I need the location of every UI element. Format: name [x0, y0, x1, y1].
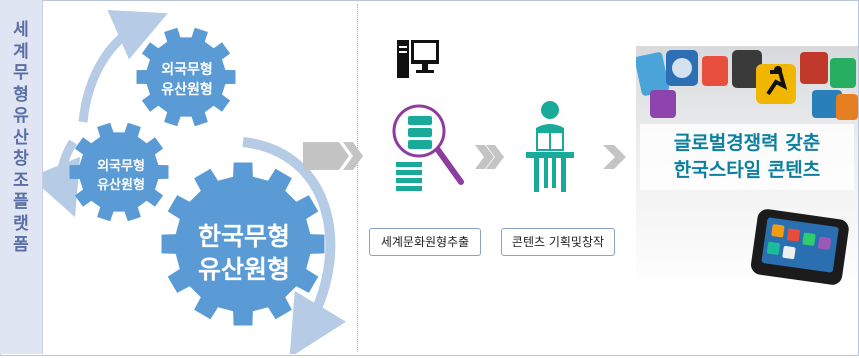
gear-top [136, 27, 236, 127]
gear-left-line1: 외국무형 [97, 159, 145, 174]
cycle-arrow-left [29, 139, 81, 218]
result-banner: 글로벌경쟁력 갖춘 한국스타일 콘텐츠 [640, 124, 854, 190]
gear-left [69, 122, 169, 222]
extract-step-label: 세계문화원형추출 [369, 228, 481, 256]
panel-divider [357, 4, 358, 352]
cycle-arrow-top [78, 9, 168, 123]
computer-icon [397, 40, 439, 78]
app-icons-photo: 글로벌경쟁력 갖춘 한국스타일 콘텐츠 [636, 46, 858, 292]
result-line1: 글로벌경쟁력 갖춘 [673, 132, 821, 154]
gear-top-line2: 유산원형 [161, 82, 213, 98]
gear-top-line1: 외국무형 [161, 62, 213, 78]
gearMain-shape [161, 162, 325, 326]
gearLeft-shape [69, 122, 169, 222]
chevron-arrow-2 [475, 145, 504, 169]
chevron-arrow-1 [303, 142, 363, 170]
plan-step-label: 콘텐츠 기획및창작 [501, 228, 615, 256]
app-icons-collage [636, 50, 858, 285]
gear-main-line2: 유산원형 [197, 255, 290, 284]
gear-main [161, 162, 325, 326]
gearTop-shape [136, 27, 236, 127]
smartphone-icon [751, 209, 849, 285]
gear-left-line2: 유산원형 [97, 178, 145, 193]
gear-left-label: 외국무형 유산원형 [71, 157, 171, 195]
reader-icon [526, 101, 574, 192]
cycle-arrow-right [242, 137, 347, 358]
gear-cluster-svg [29, 9, 347, 358]
result-line2: 한국스타일 콘텐츠 [673, 159, 821, 181]
gear-main-label: 한국무형 유산원형 [169, 220, 319, 286]
gear-panel: 외국무형 유산원형 외국무형 유산원형 한국무형 유산원형 [29, 2, 358, 358]
gear-main-line1: 한국무형 [197, 222, 290, 251]
magnifier-data-icon [392, 104, 464, 191]
gear-top-label: 외국무형 유산원형 [137, 60, 237, 100]
chevron-arrow-3 [603, 145, 626, 169]
